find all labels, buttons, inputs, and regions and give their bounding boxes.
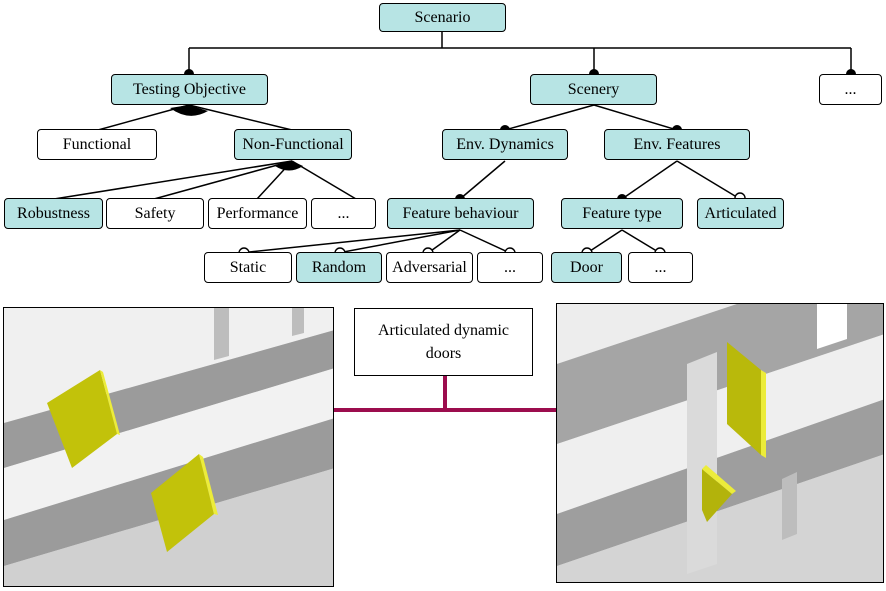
node-scenery: Scenery xyxy=(530,74,657,105)
door-right-1 xyxy=(727,342,761,455)
callout-articulated-doors: Articulated dynamic doors xyxy=(354,308,533,376)
node-articulated: Articulated xyxy=(697,198,784,229)
door-right-2 xyxy=(702,469,732,522)
callout-line-1: Articulated dynamic xyxy=(377,321,510,339)
node-functional: Functional xyxy=(37,129,157,160)
node-robustness: Robustness xyxy=(4,198,103,229)
alternative-arc xyxy=(170,105,208,116)
node-other: ... xyxy=(819,74,882,105)
door-left-2 xyxy=(151,454,214,552)
node-testing-objective: Testing Objective xyxy=(111,74,268,105)
scene-left-render xyxy=(3,307,334,587)
node-env-features: Env. Features xyxy=(604,129,750,160)
node-env-dynamics: Env. Dynamics xyxy=(442,129,568,160)
node-adversarial: Adversarial xyxy=(386,252,473,283)
node-feature-behaviour: Feature behaviour xyxy=(387,198,534,229)
scene-right-render xyxy=(556,303,884,583)
node-static: Static xyxy=(204,252,292,283)
node-scenario: Scenario xyxy=(379,3,506,32)
node-feature-type: Feature type xyxy=(561,198,683,229)
node-door: Door xyxy=(551,252,622,283)
node-nf-other: ... xyxy=(311,198,376,229)
node-performance: Performance xyxy=(208,198,307,229)
node-random: Random xyxy=(296,252,382,283)
node-ft-other: ... xyxy=(628,252,693,283)
callout-line-2: doors xyxy=(425,345,462,362)
node-safety: Safety xyxy=(106,198,204,229)
alternative-arc xyxy=(275,161,303,171)
node-non-functional: Non-Functional xyxy=(234,129,352,160)
door-left-1 xyxy=(47,370,117,468)
node-fb-other: ... xyxy=(477,252,543,283)
